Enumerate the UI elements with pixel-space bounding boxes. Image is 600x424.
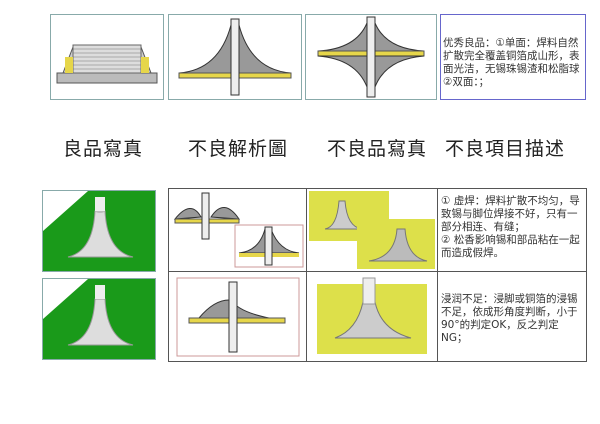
description-text: 优秀良品：①单面：焊料自然扩散完全覆盖铜箔成山形，表面光洁，无锡珠锡渣和松脂球②… [443,37,580,88]
header-defect-photo: 不良品寫真 [327,138,428,160]
cold-solder-analysis-diagram [173,192,304,268]
header-defect-analysis: 不良解析圖 [188,138,289,160]
col-divider [437,189,438,361]
header-defect-description: 不良項目描述 [445,138,566,160]
good-photo-2 [42,278,156,360]
col-divider [306,189,307,361]
row-divider [169,271,586,272]
solder-cone-image [43,191,155,271]
defect-table: ① 虚焊：焊料扩散不均匀，导致锡与脚位焊接不好，只有一部分相连、有缝； ② 松香… [168,188,587,362]
insufficient-wetting-photo [317,277,427,354]
description-text: ① 虚焊：焊料扩散不均匀，导致锡与脚位焊接不好，只有一部分相连、有缝； ② 松香… [441,195,580,259]
solder-joint-image [56,44,158,84]
solder-cone-image [43,279,155,359]
good-photo-1 [42,190,156,272]
cross-section-diagram [178,18,292,96]
description-cell: 优秀良品：①单面：焊料自然扩散完全覆盖铜箔成山形，表面光洁，无锡珠锡渣和松脂球②… [440,14,586,100]
good-photo-top [50,14,164,100]
defect-diagram-top [305,14,437,100]
cold-solder-photo [309,191,435,269]
description-text: 浸润不足：浸脚或铜箔的浸锡不足，依成形角度判断，小于90°的判定OK，反之判定N… [441,293,578,344]
analysis-diagram-good [168,14,302,100]
insufficient-wetting-analysis-diagram [176,277,300,357]
cross-section-double-diagram [317,16,425,98]
header-good-photo: 良品寫真 [63,138,144,160]
